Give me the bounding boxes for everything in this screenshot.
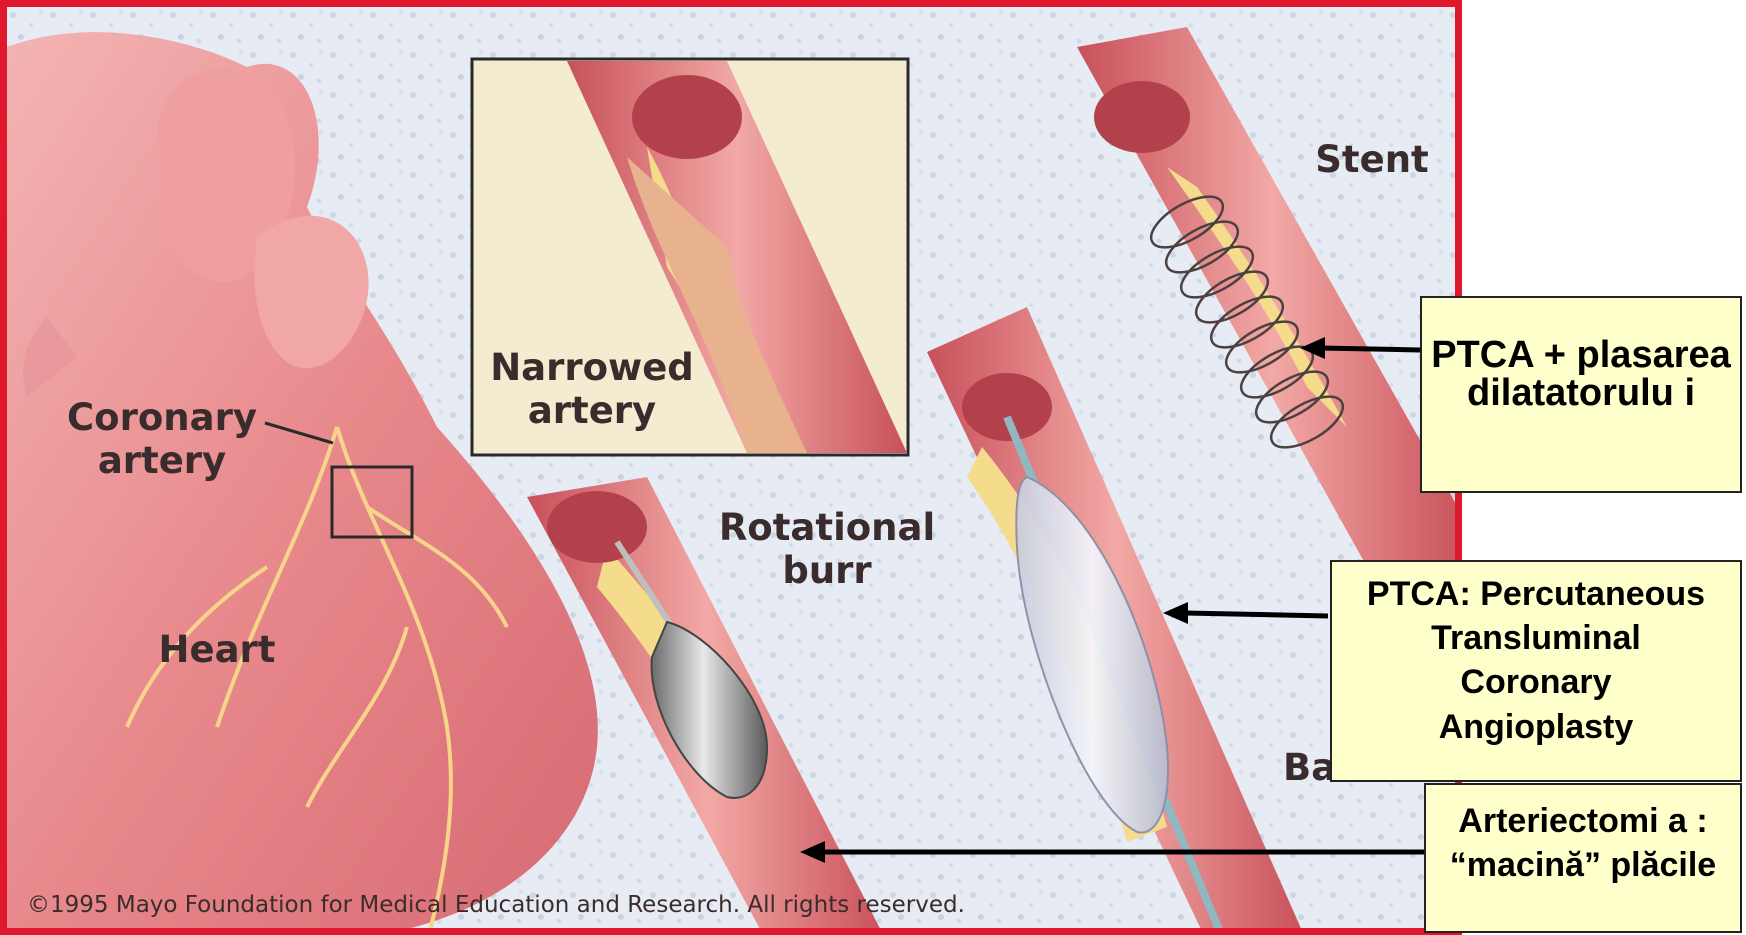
- label-heart: Heart: [147, 629, 287, 672]
- callout-balloon-text: PTCA: Percutaneous Transluminal Coronary…: [1367, 575, 1705, 746]
- label-narrowed-artery: Narrowed artery: [477, 347, 707, 432]
- callout-balloon: PTCA: Percutaneous Transluminal Coronary…: [1330, 560, 1742, 782]
- callout-burr: Arteriectomi a : “macină” plăcile: [1424, 783, 1742, 933]
- label-rotational-burr: Rotational burr: [707, 507, 947, 592]
- callout-burr-text: Arteriectomi a : “macină” plăcile: [1450, 802, 1716, 884]
- label-stent: Stent: [1307, 139, 1437, 182]
- copyright-notice: ©1995 Mayo Foundation for Medical Educat…: [27, 892, 965, 918]
- callout-stent: PTCA + plasarea dilatatorulu i: [1420, 296, 1742, 493]
- callout-stent-text: PTCA + plasarea dilatatorulu i: [1431, 334, 1731, 414]
- illustration-frame: Coronary artery Heart Narrowed artery Ro…: [0, 0, 1462, 935]
- label-coronary-artery: Coronary artery: [47, 397, 277, 482]
